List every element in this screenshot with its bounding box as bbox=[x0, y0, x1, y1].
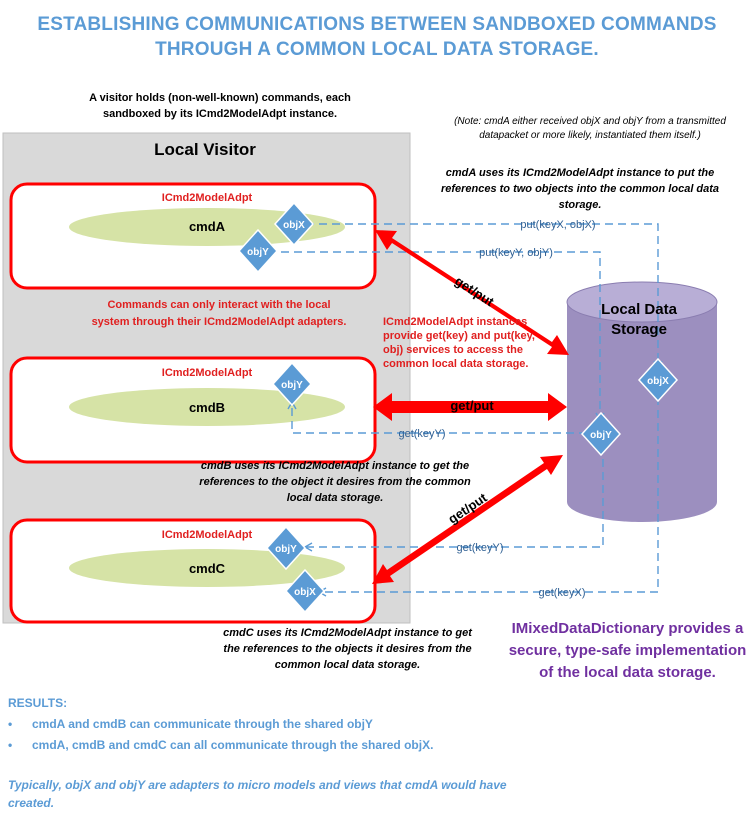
cmdC-objY-diamond[interactable]: objY bbox=[265, 525, 307, 571]
adapter-services-note: ICmd2ModelAdpt instances provide get(key… bbox=[383, 316, 535, 370]
cmdB-adapter-label: ICmd2ModelAdpt bbox=[162, 367, 253, 379]
storage-objX-diamond[interactable]: objX bbox=[637, 357, 679, 403]
flow-put-objY bbox=[268, 251, 605, 422]
local-visitor-label: Local Visitor bbox=[154, 140, 256, 159]
cmdA-description: cmdA uses its ICmd2ModelAdpt instance to… bbox=[440, 167, 720, 211]
dictionary-description: IMixedDataDictionary provides a secure, … bbox=[508, 620, 747, 681]
flow-label-get-objX-cmdC: get(keyX) bbox=[538, 587, 585, 599]
results-heading: RESULTS: bbox=[8, 696, 68, 710]
storage-label-line2: Storage bbox=[611, 321, 667, 338]
svg-text:objY: objY bbox=[281, 380, 303, 391]
cmdB-objY-diamond[interactable]: objY bbox=[271, 361, 313, 407]
cmdB-label: cmdB bbox=[189, 400, 225, 415]
svg-text:objX: objX bbox=[294, 587, 316, 598]
visitor-note: A visitor holds (non-well-known) command… bbox=[89, 92, 351, 120]
flow-get-objY-cmdC bbox=[303, 446, 604, 552]
local-data-storage-label: Local Data Storage bbox=[565, 300, 713, 340]
get-put-label-cmdA: get/put bbox=[452, 273, 497, 310]
cmdA-objX-diamond[interactable]: objX bbox=[273, 201, 315, 247]
cmdB-ellipse bbox=[69, 388, 345, 426]
flow-label-get-objY-cmdB: get(keyY) bbox=[398, 428, 445, 440]
result-text-2: cmdA, cmdB and cmdC can all communicate … bbox=[32, 738, 434, 752]
get-put-arrow-cmdC[interactable] bbox=[372, 455, 563, 584]
adapter-restriction-note: Commands can only interact with the loca… bbox=[91, 299, 347, 328]
get-put-label-cmdB: get/put bbox=[450, 398, 494, 413]
cmdA-source-note: (Note: cmdA either received objX and obj… bbox=[454, 116, 726, 141]
get-put-arrow-cmdA[interactable] bbox=[375, 230, 569, 355]
flow-put-objX bbox=[306, 223, 663, 370]
result-item-1: • cmdA and cmdB can communicate through t… bbox=[8, 717, 373, 731]
page-title-line2: THROUGH A COMMON LOCAL DATA STORAGE. bbox=[155, 39, 599, 60]
bullet: • bbox=[8, 717, 13, 731]
bullet: • bbox=[8, 738, 13, 752]
cmdA-ellipse bbox=[69, 208, 345, 246]
footnote: Typically, objX and objY are adapters to… bbox=[8, 778, 507, 810]
cmdA-objY-diamond[interactable]: objY bbox=[237, 228, 279, 274]
svg-text:objX: objX bbox=[283, 220, 305, 231]
cmdA-label: cmdA bbox=[189, 219, 226, 234]
flow-label-get-objY-cmdC: get(keyY) bbox=[456, 542, 503, 554]
svg-text:objY: objY bbox=[590, 430, 612, 441]
cmdC-adapter-label: ICmd2ModelAdpt bbox=[162, 529, 253, 541]
result-item-2: • cmdA, cmdB and cmdC can all communicate… bbox=[8, 738, 433, 752]
flow-get-objX-cmdC bbox=[317, 397, 659, 597]
cmdC-label: cmdC bbox=[189, 561, 226, 576]
local-data-storage-cylinder bbox=[566, 281, 718, 522]
flow-get-objY-cmdB bbox=[287, 400, 587, 434]
svg-text:objY: objY bbox=[275, 544, 297, 555]
get-put-arrow-cmdB[interactable] bbox=[373, 393, 567, 421]
page-title: ESTABLISHING COMMUNICATIONS BETWEEN SAND… bbox=[0, 12, 754, 62]
flow-label-put-objY: put(keyY, objY) bbox=[479, 247, 553, 259]
cmdC-objX-diamond[interactable]: objX bbox=[284, 568, 326, 614]
svg-text:objY: objY bbox=[247, 247, 269, 258]
svg-text:objX: objX bbox=[647, 376, 669, 387]
page-title-line1: ESTABLISHING COMMUNICATIONS BETWEEN SAND… bbox=[37, 14, 717, 35]
storage-label-line1: Local Data bbox=[601, 301, 677, 318]
result-text-1: cmdA and cmdB can communicate through th… bbox=[32, 717, 373, 731]
cmdC-description: cmdC uses its ICmd2ModelAdpt instance to… bbox=[223, 627, 472, 671]
storage-objY-diamond[interactable]: objY bbox=[580, 411, 622, 457]
cmdB-description: cmdB uses its ICmd2ModelAdpt instance to… bbox=[199, 460, 471, 504]
cmdA-adapter-label: ICmd2ModelAdpt bbox=[162, 192, 253, 204]
flow-label-put-objX: put(keyX, objX) bbox=[520, 219, 595, 231]
